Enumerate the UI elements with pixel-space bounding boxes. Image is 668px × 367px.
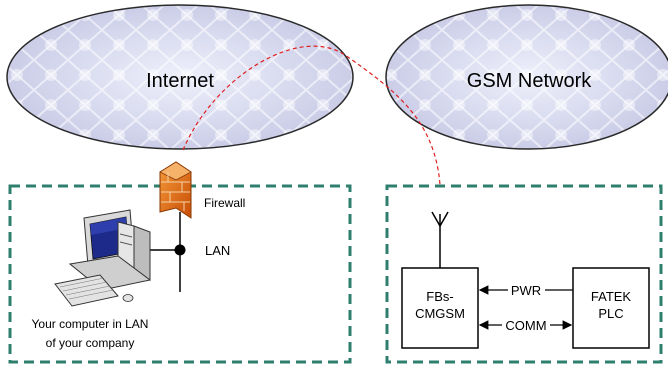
plc-line2: PLC bbox=[598, 306, 623, 321]
fatek-plc-box bbox=[572, 267, 650, 349]
internet-label: Internet bbox=[146, 70, 214, 92]
computer-icon bbox=[54, 209, 152, 307]
plc-line1: FATEK bbox=[591, 289, 632, 304]
lan-label: LAN bbox=[205, 243, 230, 258]
fbs-cmgsm-box bbox=[401, 267, 479, 349]
computer-caption-line1: Your computer in LAN bbox=[32, 317, 149, 331]
gsm-label: GSM Network bbox=[467, 70, 592, 92]
connection-path bbox=[182, 45, 441, 186]
fbs-line2: CMGSM bbox=[415, 306, 465, 321]
gsm-cloud: GSM Network bbox=[385, 4, 668, 150]
pwr-label: PWR bbox=[511, 283, 541, 298]
internet-cloud: Internet bbox=[6, 4, 354, 150]
firewall-label: Firewall bbox=[204, 196, 245, 210]
computer-caption-line2: of your company bbox=[46, 336, 135, 350]
comm-label: COMM bbox=[505, 318, 546, 333]
antenna-icon bbox=[431, 211, 449, 268]
fbs-line1: FBs- bbox=[426, 289, 453, 304]
firewall-icon bbox=[159, 161, 192, 219]
lan-node bbox=[174, 244, 186, 256]
remote-site-zone bbox=[385, 184, 663, 364]
